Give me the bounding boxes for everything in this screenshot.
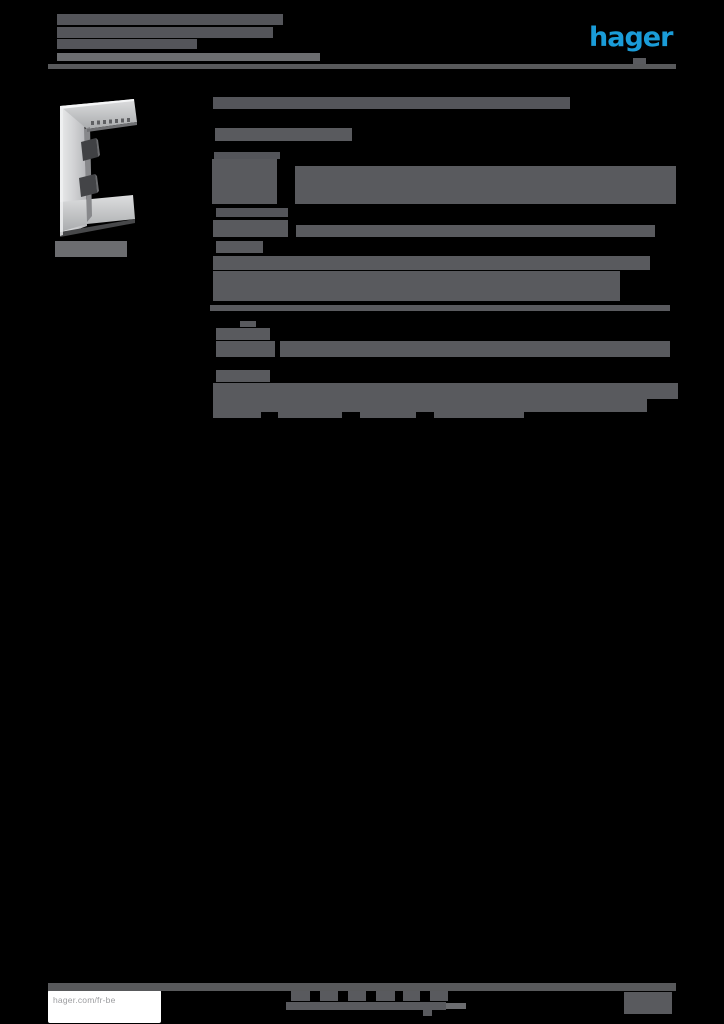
footer-info-1 (291, 991, 310, 1001)
title-line-2 (57, 27, 273, 38)
footer-link[interactable]: hager.com/fr-be (53, 995, 116, 1005)
profile-left-highlight (60, 106, 63, 236)
footer-info-2 (320, 991, 338, 1001)
subtitle-line (57, 53, 320, 61)
footer-address-desc (423, 1010, 432, 1016)
table2-row3-frag1 (213, 412, 261, 418)
section3-label (216, 370, 270, 382)
table1-body (295, 166, 676, 204)
footer-page-block (624, 992, 672, 1014)
table1-left-col (212, 159, 277, 204)
row4-value (280, 341, 670, 357)
clip-upper-edge (96, 138, 100, 157)
product-photo (60, 99, 137, 237)
section2-heading (216, 208, 288, 217)
footer-info-6 (430, 991, 448, 1001)
row2-label (216, 241, 263, 253)
table2-row1 (213, 383, 678, 399)
profile-bottom-arm (60, 195, 135, 232)
clip-upper (81, 138, 98, 161)
profile-highlight (60, 99, 134, 109)
section2-bottom-row (210, 305, 670, 311)
table2-row3-frag2 (278, 412, 342, 418)
table2-row2 (213, 399, 647, 412)
section1-label (214, 152, 280, 159)
footer-info-4 (376, 991, 395, 1001)
footer-rule (48, 983, 676, 991)
table2-row3-frag4 (434, 412, 524, 418)
row1-label (213, 220, 288, 237)
row4-label-top (240, 321, 256, 327)
reference-line (215, 128, 352, 141)
header-rule (48, 64, 676, 69)
profile-shadow-bottom (60, 219, 135, 237)
product-title (213, 97, 570, 109)
row2-value (213, 256, 650, 270)
logo-reg-mark (633, 58, 646, 64)
title-line-1 (57, 14, 283, 25)
footer-address-tail (446, 1003, 466, 1009)
hager-logo: hager (589, 22, 673, 53)
photo-caption (55, 241, 127, 257)
table2-row3-frag3 (360, 412, 416, 418)
clip-lower (79, 174, 97, 197)
footer-info-5 (403, 991, 420, 1001)
footer-address-line (286, 1002, 446, 1010)
perforation-dots (91, 118, 130, 125)
clip-lower-edge (95, 174, 99, 193)
row4-value-left (216, 341, 275, 357)
footer-info-3 (348, 991, 366, 1001)
row1-value (296, 225, 655, 237)
profile-shadow-top (87, 122, 137, 132)
row3-block (213, 271, 620, 301)
title-line-3 (57, 39, 197, 49)
row4-label (216, 328, 270, 340)
footer-link-box[interactable]: hager.com/fr-be (48, 990, 161, 1023)
